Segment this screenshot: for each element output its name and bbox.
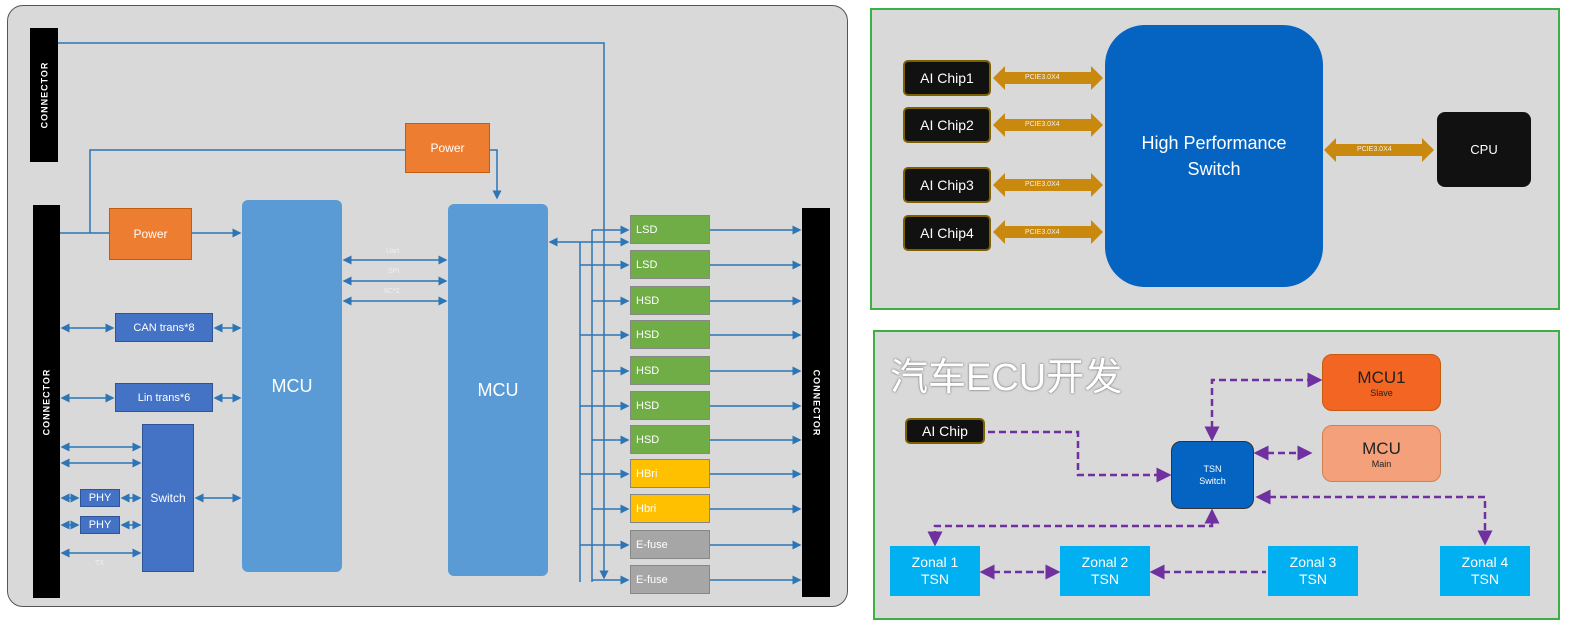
pcie-link-label: PCIE3.0X4: [1025, 181, 1060, 188]
switch-label: Switch: [1199, 476, 1226, 486]
zonal-sub: TSN: [1471, 571, 1499, 587]
mcu1-sub: Slave: [1370, 387, 1393, 398]
top-connector-line: [58, 42, 609, 580]
zonal-sub: TSN: [921, 571, 949, 587]
ai-chip-4: AI Chip4: [903, 215, 991, 251]
ai-chip-3: AI Chip3: [903, 167, 991, 203]
pcie-link-label: PCIE3.0X4: [1025, 121, 1060, 128]
power-line: [490, 149, 502, 200]
mcu-block-2: MCU: [448, 204, 548, 576]
pcie-arrow: [993, 113, 1103, 137]
output-driver-lsd: LSD: [630, 215, 710, 244]
pcie-arrow: [993, 66, 1103, 90]
spi-label: SPI: [388, 268, 400, 275]
output-driver-hbri: Hbri: [630, 494, 710, 523]
connector-label: CONNECTOR: [811, 369, 821, 436]
iic-label: IIC*2: [384, 288, 400, 295]
ai-chip-1: AI Chip1: [903, 60, 991, 96]
lin-transceiver: Lin trans*6: [115, 383, 213, 412]
zonal-name: Zonal 4: [1461, 554, 1509, 570]
output-driver-hbri: HBri: [630, 459, 710, 488]
mcu-sub: Main: [1371, 458, 1392, 469]
power-block-left: Power: [109, 208, 192, 260]
pcie-link-label: PCIE3.0X4: [1357, 146, 1392, 153]
zonal-name: Zonal 2: [1081, 554, 1129, 570]
ai-chip-block: AI Chip: [905, 418, 985, 444]
phy-2: PHY: [80, 516, 120, 534]
tsn-switch: TSN Switch: [1171, 441, 1254, 509]
zonal-sub: TSN: [1299, 571, 1327, 587]
connector-right: CONNECTOR: [802, 208, 830, 597]
zonal-sub: TSN: [1091, 571, 1119, 587]
ethernet-switch: Switch: [142, 424, 194, 572]
power-line: [89, 149, 405, 233]
high-performance-switch: High Performance Switch: [1105, 25, 1323, 287]
mcu-title: MCU: [1362, 438, 1401, 458]
pcie-link-label: PCIE3.0X4: [1025, 74, 1060, 81]
phy-1: PHY: [80, 489, 120, 507]
tsn-link: [988, 430, 1172, 483]
pcie-link-label: PCIE3.0X4: [1025, 229, 1060, 236]
connector-label: CONNECTOR: [39, 61, 49, 129]
output-driver-e-fuse: E-fuse: [630, 565, 710, 594]
zonal-name: Zonal 1: [911, 554, 959, 570]
power-block-top: Power: [405, 123, 490, 173]
tsn-label: TSN: [1203, 464, 1222, 474]
tsn-link: [1255, 489, 1493, 546]
mcu-block-1: MCU: [242, 200, 342, 572]
can-transceiver: CAN trans*8: [115, 313, 213, 342]
tsn-link: [927, 508, 1220, 547]
output-driver-hsd: HSD: [630, 320, 710, 349]
output-driver-lsd: LSD: [630, 250, 710, 279]
pcie-arrow: [1324, 138, 1434, 162]
tsn-link: [1204, 372, 1323, 442]
output-driver-hsd: HSD: [630, 425, 710, 454]
output-driver-hsd: HSD: [630, 286, 710, 315]
connector-top: CONNECTOR: [30, 28, 58, 162]
connector-left: CONNECTOR: [33, 205, 60, 598]
mcu1-title: MCU1: [1357, 367, 1406, 387]
tx-label: TX: [95, 560, 104, 567]
output-driver-hsd: HSD: [630, 356, 710, 385]
cpu-block: CPU: [1437, 112, 1531, 187]
ai-chip-2: AI Chip2: [903, 107, 991, 143]
connector-label: CONNECTOR: [41, 368, 52, 435]
uart-label: Uart: [386, 248, 400, 255]
pcie-arrow: [993, 173, 1103, 197]
output-driver-e-fuse: E-fuse: [630, 530, 710, 559]
zonal-name: Zonal 3: [1289, 554, 1337, 570]
output-driver-hsd: HSD: [630, 391, 710, 420]
watermark: 汽车ECU开发: [890, 356, 1123, 399]
pcie-arrow: [993, 220, 1103, 244]
